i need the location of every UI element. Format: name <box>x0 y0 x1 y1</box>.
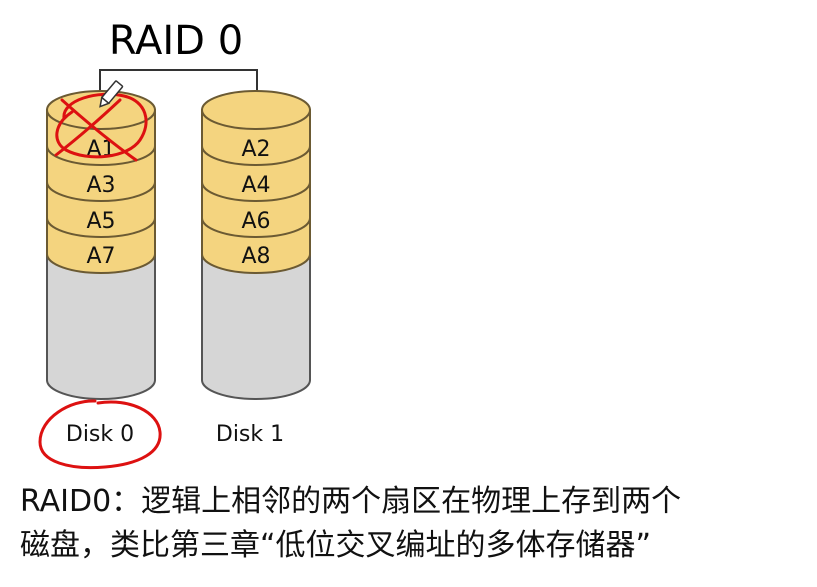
red-circle-around-disk-0-label <box>38 399 162 470</box>
disk-1-block-4-label: A8 <box>241 244 270 269</box>
disk-0-label: Disk 0 <box>66 422 134 447</box>
disk-1-block-1-label: A2 <box>241 137 270 162</box>
diagram-title: RAID 0 <box>109 18 243 64</box>
disk-1: A2 A4 A6 A8 Disk 1 <box>201 90 311 447</box>
red-cross-stroke-2 <box>54 98 122 157</box>
raid-connector-line <box>99 69 258 103</box>
disk-0-block-2-label: A3 <box>86 173 115 198</box>
disk-0: A1 A3 A5 A7 Disk 0 <box>46 90 156 447</box>
disk-1-label: Disk 1 <box>216 422 284 447</box>
raid0-diagram: RAID 0 A1 A3 A5 A7 Disk 0 A2 <box>38 18 311 470</box>
disk-1-block-2-label: A4 <box>241 173 270 198</box>
red-cross-stroke-1 <box>60 98 138 162</box>
caption: RAID0：逻辑上相邻的两个扇区在物理上存到两个 磁盘，类比第三章“低位交叉编址… <box>20 480 810 568</box>
red-annotations <box>38 92 162 470</box>
pen-cursor-icon <box>99 80 124 108</box>
disk-0-top <box>46 90 156 130</box>
disk-0-block-4-label: A7 <box>86 244 115 269</box>
red-circle-over-a1 <box>55 92 148 159</box>
caption-line-2: 磁盘，类比第三章“低位交叉编址的多体存储器” <box>20 528 652 563</box>
caption-line-1: RAID0：逻辑上相邻的两个扇区在物理上存到两个 <box>20 484 682 519</box>
disk-1-top <box>201 90 311 130</box>
disk-1-block-3-label: A6 <box>241 209 270 234</box>
disk-0-block-3-label: A5 <box>86 209 115 234</box>
